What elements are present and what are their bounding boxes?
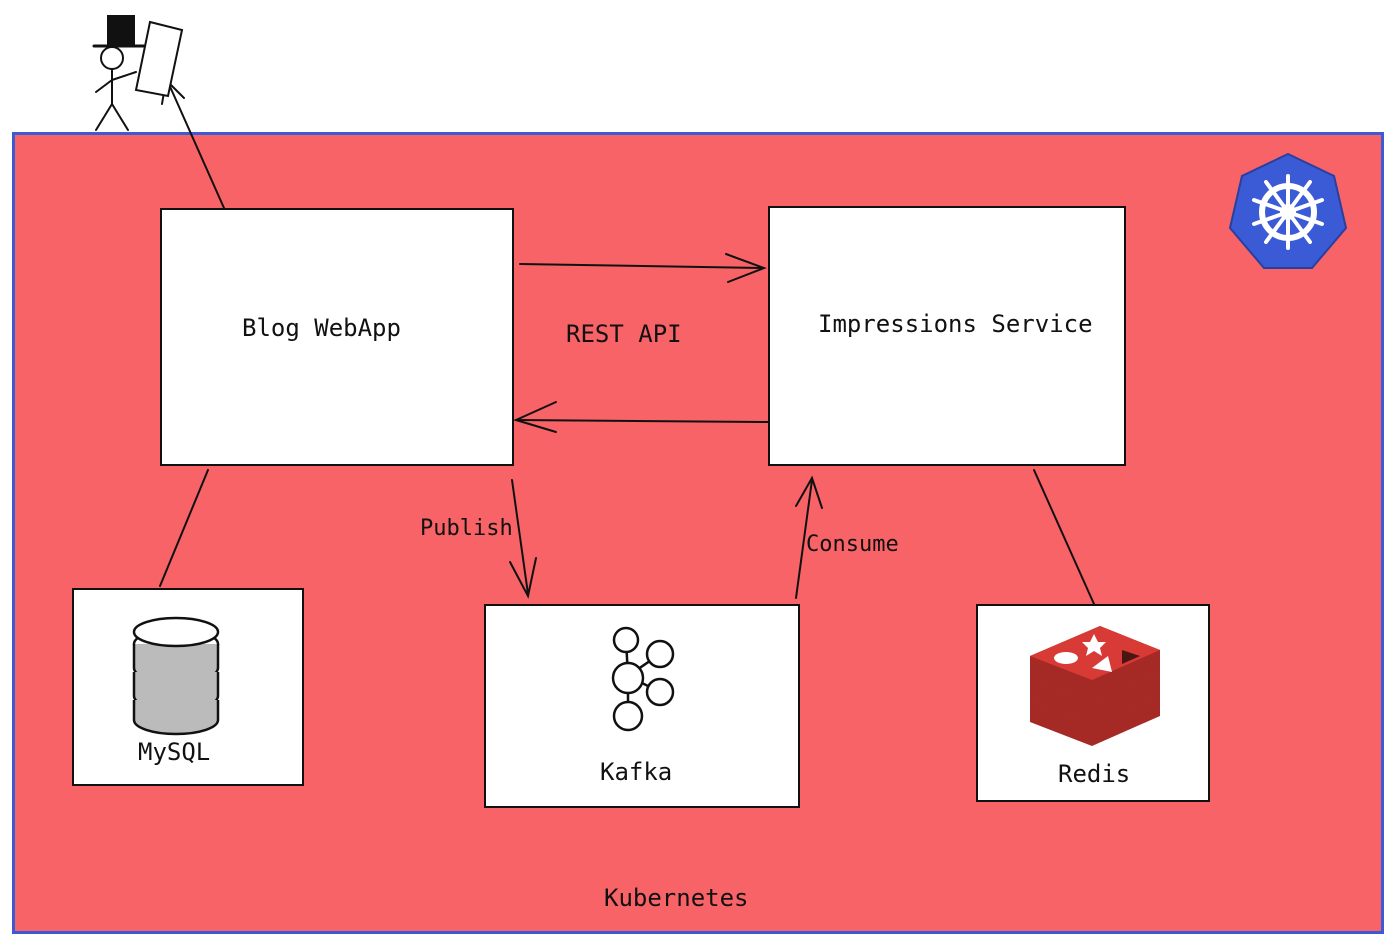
rest-request-arrow [519, 263, 763, 269]
consume-label: Consume [806, 532, 899, 557]
redis-connector [1033, 469, 1095, 605]
kafka-box[interactable] [484, 604, 800, 808]
rest-response-arrowhead [513, 401, 557, 433]
impressions-service-box[interactable] [768, 206, 1126, 466]
database-icon [132, 616, 220, 736]
kafka-logo-icon [611, 626, 675, 732]
consume-arrow [795, 479, 813, 599]
publish-arrowhead [509, 557, 537, 599]
user-with-top-hat-icon [92, 15, 184, 131]
kafka-label: Kafka [600, 758, 673, 786]
mysql-connector [159, 469, 209, 587]
kubernetes-logo-icon [1228, 152, 1348, 269]
rest-response-arrow [515, 419, 769, 423]
impressions-service-label: Impressions Service [818, 310, 1093, 338]
blog-webapp-label: Blog WebApp [242, 314, 401, 342]
consume-arrowhead [795, 475, 823, 509]
rest-api-label: REST API [566, 320, 682, 348]
redis-logo-icon [1030, 626, 1160, 746]
blog-webapp-box[interactable] [160, 208, 514, 466]
redis-label: Redis [1058, 760, 1131, 788]
publish-arrow [511, 479, 529, 595]
rest-request-arrowhead [725, 253, 767, 283]
kubernetes-label: Kubernetes [604, 884, 749, 912]
user-connector [167, 81, 225, 209]
mysql-label: MySQL [138, 738, 211, 766]
publish-label: Publish [420, 516, 513, 541]
